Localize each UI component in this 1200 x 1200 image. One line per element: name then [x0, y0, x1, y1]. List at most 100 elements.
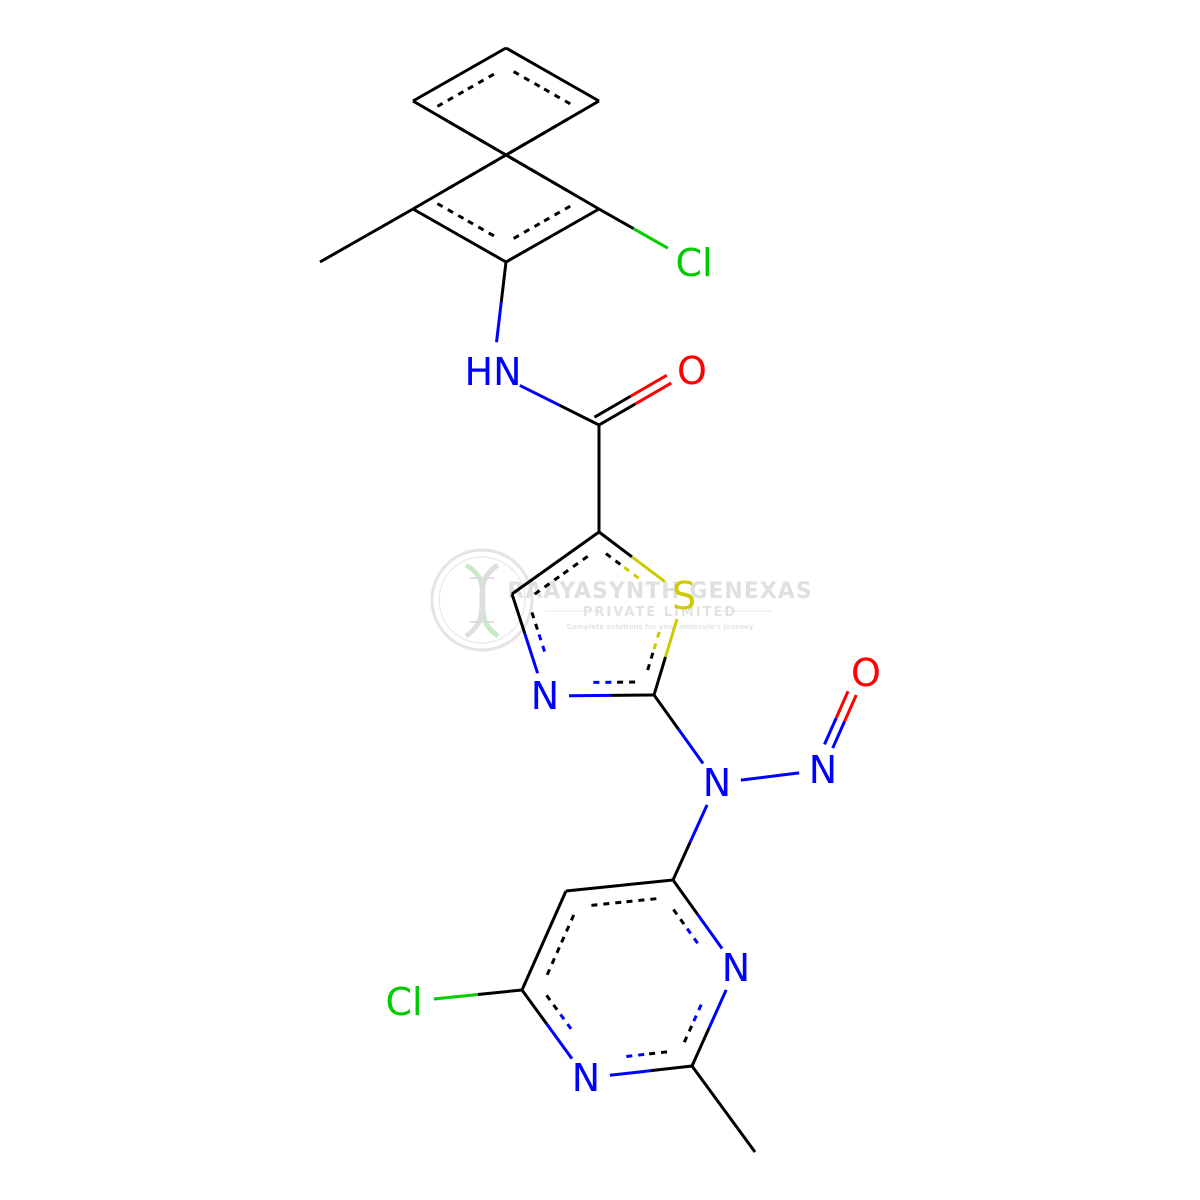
aromatic-bond-inner [543, 202, 576, 223]
bond-line [843, 694, 858, 723]
bond-line [707, 989, 728, 1029]
bond-line [722, 1108, 757, 1153]
bond-s_thiazole-c_t2 [645, 618, 679, 696]
bond-line [551, 207, 600, 237]
bond-c_p2-c_me2 [690, 1065, 757, 1153]
bond-c_p6-n_p1 [520, 989, 576, 1060]
atom-label-n_p3: N [722, 946, 750, 990]
company-watermark: RAAYASYNTH GENEXAS PRIVATE LIMITED Compl… [430, 548, 812, 652]
aromatic-bond-inner [682, 1020, 696, 1043]
bond-c_r3-c_me1 [319, 207, 414, 264]
bond-line-second [823, 717, 838, 746]
bond-layer [319, 46, 858, 1153]
watermark-tagline: Complete solutions for your molecule's j… [567, 623, 754, 631]
aromatic-bond-inner [545, 994, 562, 1016]
bond-c_r2-c_r3 [412, 99, 600, 211]
bond-line [510, 593, 527, 635]
bond-c_p2-n_p3 [682, 989, 728, 1067]
watermark-title: RAAYASYNTH GENEXAS [507, 579, 812, 604]
bond-line [671, 879, 699, 916]
bond-line [511, 561, 557, 596]
bond-line-second [593, 394, 632, 419]
aromatic-bond-inner [543, 87, 576, 108]
aromatic-bond-inner [536, 629, 547, 653]
bond-line-second [834, 690, 850, 719]
atom-label-cl_2: Cl [385, 980, 422, 1024]
aromatic-bond-inner [467, 70, 500, 91]
bond-line [319, 234, 368, 264]
bond-c_r4-n_amide [495, 261, 508, 343]
bond-c_t2-n_thiazole [568, 680, 655, 698]
bond-line [634, 381, 672, 406]
aromatic-bond-inner [626, 1052, 650, 1058]
bond-line [520, 939, 546, 991]
bond-line [458, 46, 507, 76]
bond-line [558, 403, 600, 427]
aromatic-bond-inner [562, 552, 593, 575]
bond-c_p6-cl_2 [433, 988, 523, 1001]
bond-line [495, 301, 503, 343]
bond-line [652, 694, 680, 731]
bond-line [831, 720, 846, 749]
bond-line [519, 384, 561, 407]
bond-line [477, 988, 523, 996]
bond-c_r5-c_r6 [412, 99, 600, 211]
atom-label-n_thiazole: N [531, 674, 559, 718]
aromatic-bond-inner [605, 552, 626, 569]
bond-line [696, 913, 724, 950]
bond-c_r4-c_r5 [505, 202, 600, 264]
bond-line [520, 989, 549, 1026]
bond-line [740, 775, 771, 782]
bond-line [499, 261, 508, 303]
aromatic-bond-inner [585, 900, 622, 908]
bond-line [505, 46, 554, 76]
bond-line [671, 841, 692, 881]
bond-line [433, 992, 479, 1001]
bond-line [632, 227, 669, 250]
bond-c_carbonyl-o_carbonyl [593, 373, 672, 427]
atom-label-o_nitroso: O [851, 651, 881, 695]
bond-line [609, 1069, 652, 1077]
bond-line [664, 618, 679, 658]
bond-n_amide-c_carbonyl [519, 384, 600, 427]
aromatic-bond-inner [512, 219, 545, 240]
aromatic-bond-inner [512, 70, 545, 91]
bond-n_nitroso-o_nitroso [823, 690, 858, 749]
atom-label-n_amine: N [703, 761, 731, 805]
dna-logo-icon [430, 548, 534, 652]
bond-line [769, 771, 800, 778]
bond-line-second [629, 373, 668, 398]
bond-c_t2-n_amine [652, 694, 705, 765]
aromatic-bond-inner [623, 566, 644, 583]
bond-n_thiazole-c_t4 [510, 593, 547, 674]
aromatic-bond-inner [669, 904, 686, 925]
aromatic-bond-inner [533, 572, 565, 596]
aromatic-bond-inner [692, 999, 705, 1022]
aromatic-bond-inner [436, 87, 469, 108]
bond-line [412, 73, 461, 103]
aromatic-bond-inner [648, 1049, 673, 1056]
bond-line [598, 402, 636, 427]
bond-line [551, 73, 600, 103]
aromatic-bond-inner [651, 631, 661, 654]
aromatic-bond-inner [557, 914, 576, 949]
atom-label-n_nitroso: N [809, 748, 837, 792]
bond-c_r5-cl_1 [598, 207, 669, 250]
watermark-subtitle: PRIVATE LIMITED [583, 605, 737, 620]
aromatic-bond-inner [467, 219, 500, 240]
atom-label-cl_1: Cl [675, 241, 712, 285]
bond-line [688, 804, 709, 844]
atom-label-o_carbonyl: O [677, 349, 707, 393]
bond-n_amine-n_nitroso [740, 771, 800, 782]
bond-n_p3-c_p4 [669, 879, 724, 950]
aromatic-bond-inner [645, 652, 655, 675]
bond-line [505, 234, 554, 264]
bond-c_r6-c_r1 [412, 46, 507, 108]
bond-c_t5-s_thiazole [598, 530, 666, 583]
bond-line [565, 884, 620, 893]
bond-line [365, 207, 414, 237]
bond-line [542, 890, 568, 942]
bond-n_amine-c_p4 [671, 804, 709, 881]
bond-line [652, 656, 667, 696]
